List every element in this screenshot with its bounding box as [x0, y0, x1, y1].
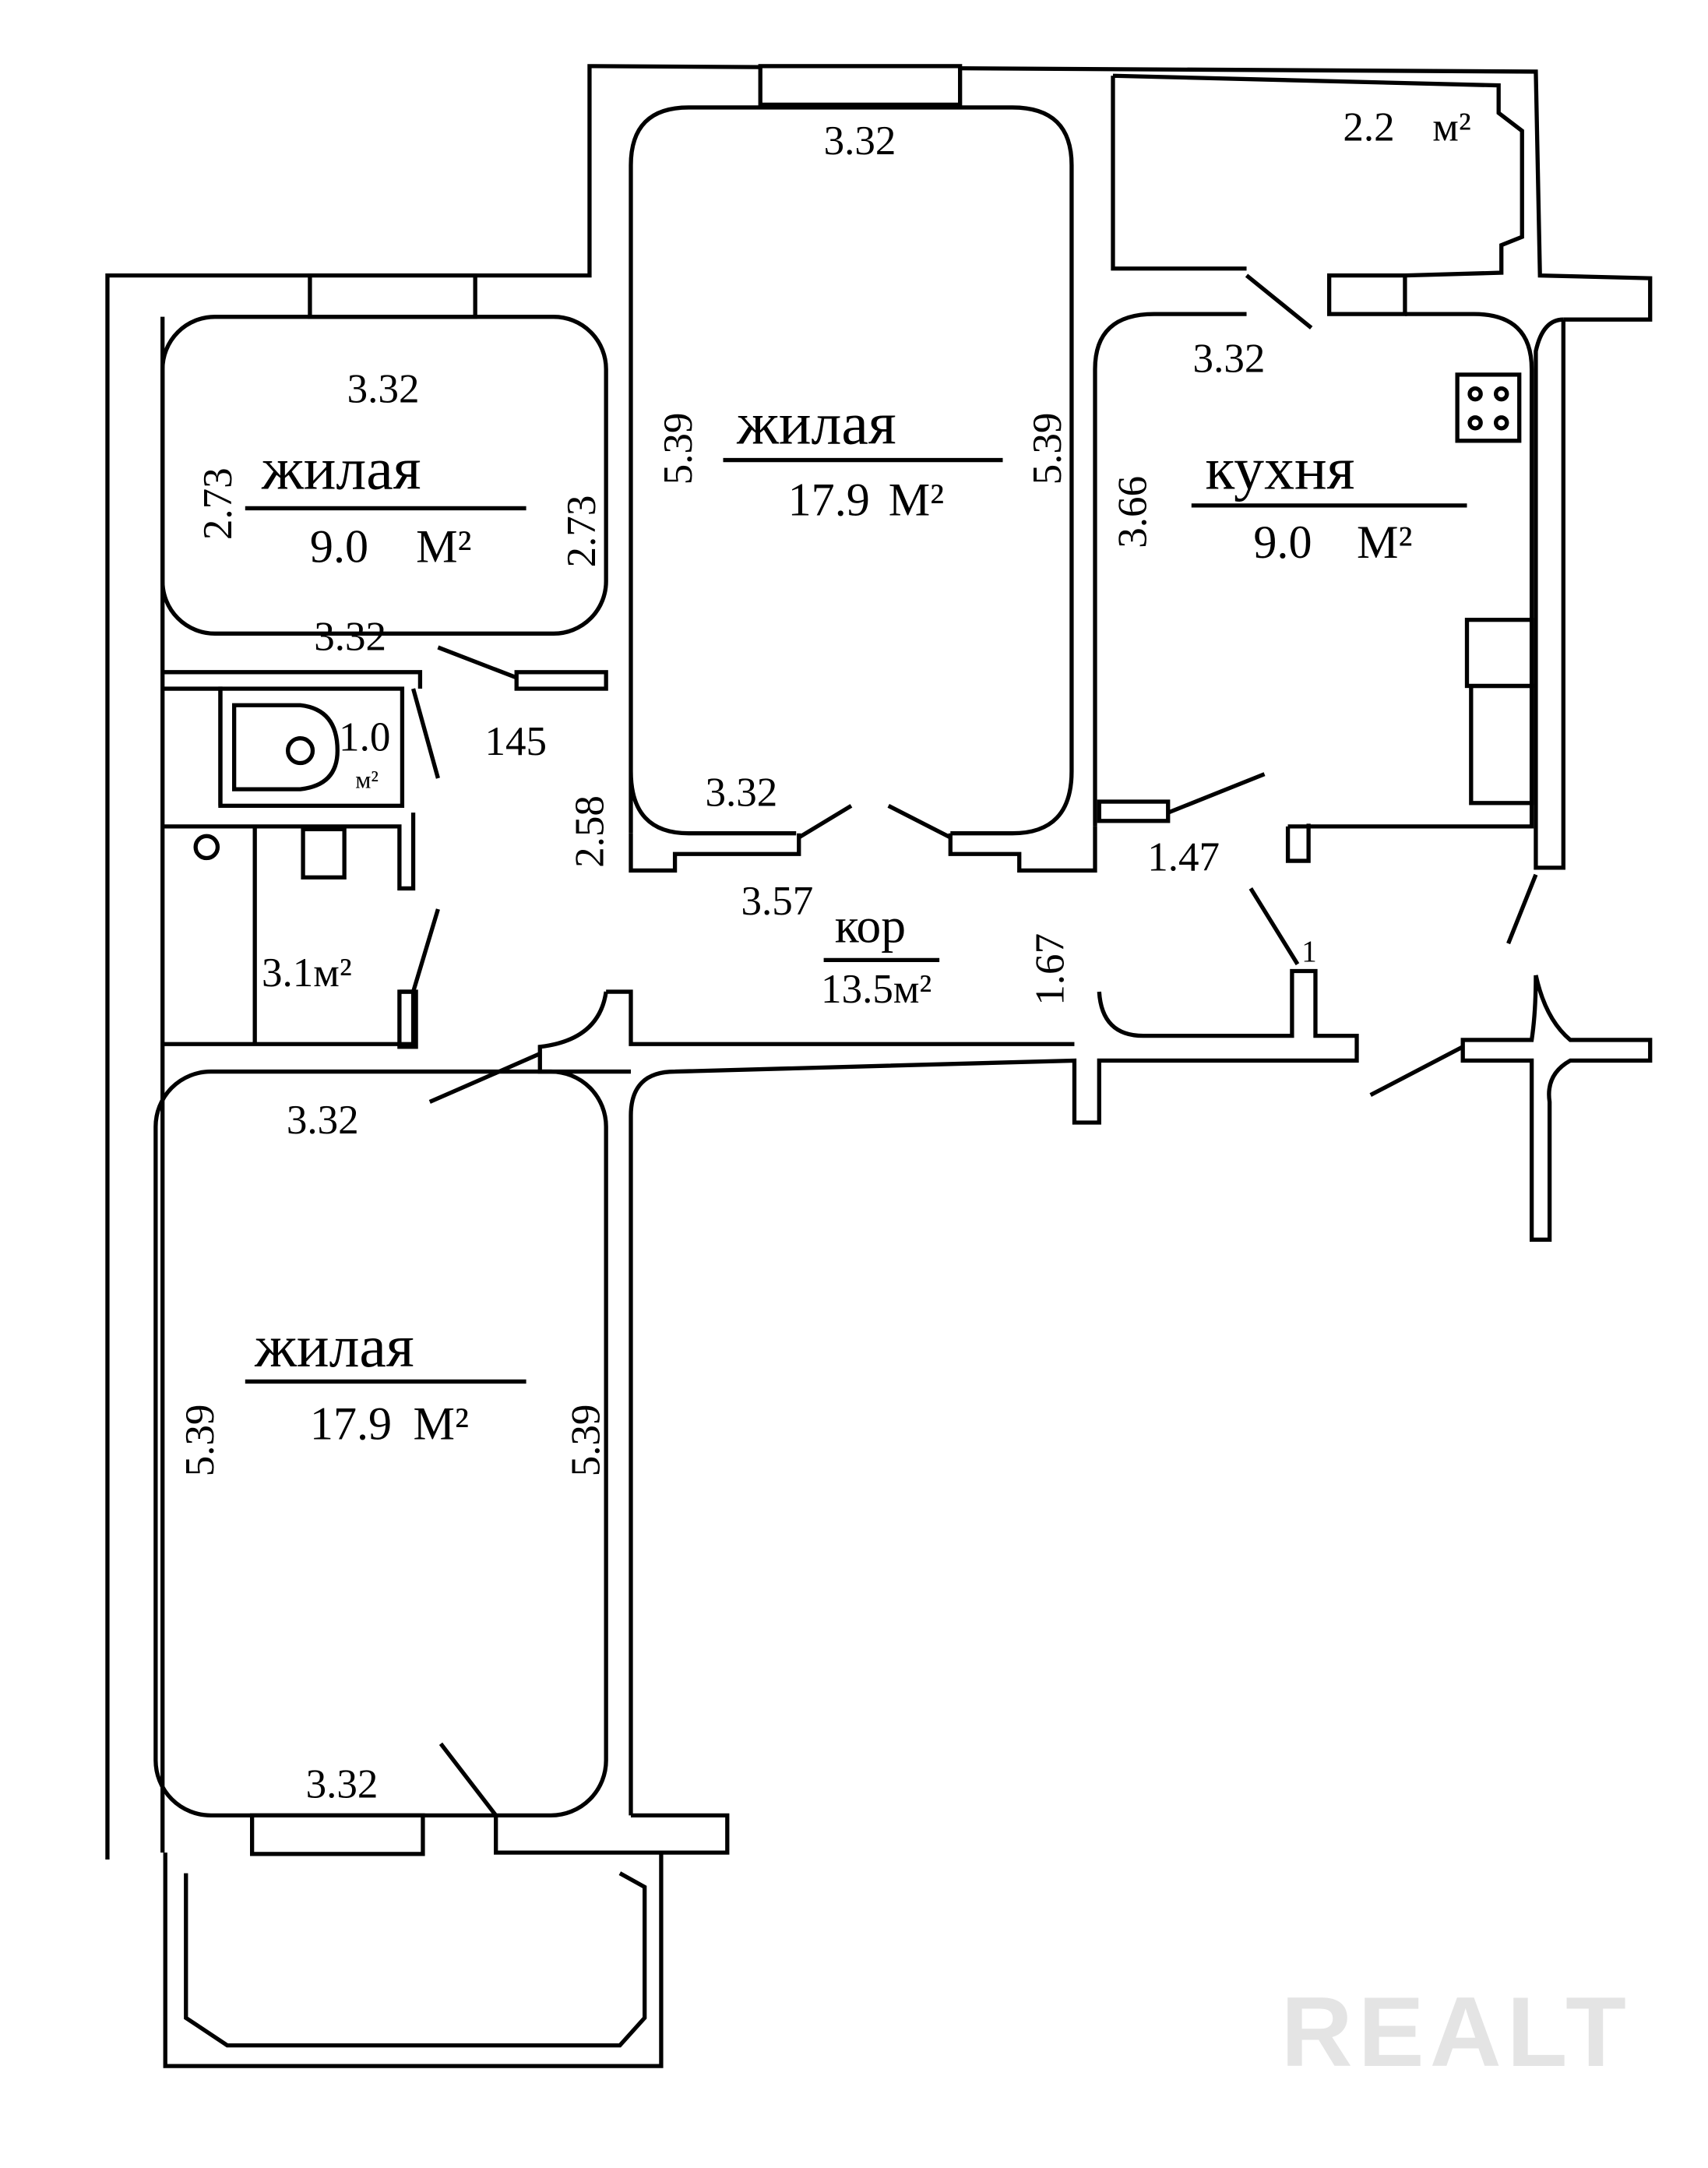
dim-living-middle-left: 5.39 — [656, 413, 701, 485]
room-outline-living-small — [160, 315, 608, 636]
dim-corridor-side: 2.58 — [568, 795, 613, 868]
window — [249, 1813, 425, 1856]
dim-living-small-left: 2.73 — [195, 467, 241, 540]
unit: М² — [416, 520, 471, 573]
washbasin-icon — [301, 827, 347, 880]
room-name-living-small: жилая — [261, 435, 421, 502]
room-area-living-large: 17.9 — [310, 1398, 392, 1451]
dim-living-small-right: 2.73 — [559, 495, 604, 568]
room-name-corridor: кор — [835, 897, 906, 953]
room-outline-living-large — [153, 1069, 608, 1818]
dim-living-small-top: 3.32 — [347, 366, 420, 411]
dim-corridor-width: 3.57 — [741, 879, 813, 924]
room-name-living-middle: жилая — [736, 390, 896, 457]
dim-living-large-left: 5.39 — [178, 1405, 223, 1477]
dim-kitchen-top: 3.32 — [1193, 336, 1266, 381]
dim-living-large-right: 5.39 — [563, 1405, 608, 1477]
watermark-logo: REALT — [1281, 1976, 1632, 2087]
room-area-toilet: 1.0 — [339, 715, 390, 760]
dim-living-large-top: 3.32 — [287, 1098, 359, 1143]
window — [1326, 273, 1407, 316]
sink-icon — [1464, 617, 1534, 689]
dim-living-small-bottom: 3.32 — [314, 615, 386, 660]
dim-living-middle-bottom: 3.32 — [705, 770, 777, 815]
drain-icon — [193, 834, 220, 861]
room-area-loggia: 2.2 — [1343, 104, 1394, 150]
dim-kitchen-left: 3.66 — [1110, 476, 1155, 548]
dim-corridor-height: 1.67 — [1027, 933, 1072, 1006]
unit: М² — [889, 474, 944, 526]
walls — [105, 64, 1653, 2068]
unit: М² — [1357, 516, 1412, 569]
room-area-living-small: 9.0 — [310, 520, 368, 573]
window — [308, 273, 477, 319]
window — [758, 64, 963, 108]
room-area-corridor: 13.5м² — [821, 967, 931, 1012]
room-area-kitchen: 9.0 — [1253, 516, 1312, 569]
dim-living-large-bottom: 3.32 — [306, 1761, 379, 1807]
dim-door: 1 — [1301, 935, 1316, 968]
room-name-kitchen: кухня — [1205, 435, 1354, 502]
dim-living-middle-top: 3.32 — [824, 118, 896, 164]
unit: М² — [414, 1398, 469, 1451]
unit: м² — [355, 766, 379, 793]
toilet-icon — [232, 703, 340, 791]
dim-living-middle-right: 5.39 — [1025, 413, 1070, 485]
dim-kitchen-bottom: 1.47 — [1147, 834, 1220, 880]
room-area-living-middle: 17.9 — [788, 474, 870, 526]
unit: м² — [1432, 104, 1470, 150]
room-name-living-large: жилая — [254, 1313, 414, 1380]
room-area-bathroom: 3.1м² — [262, 950, 352, 996]
dim-corridor-opening: 145 — [485, 719, 548, 764]
stove-icon — [1455, 372, 1522, 443]
